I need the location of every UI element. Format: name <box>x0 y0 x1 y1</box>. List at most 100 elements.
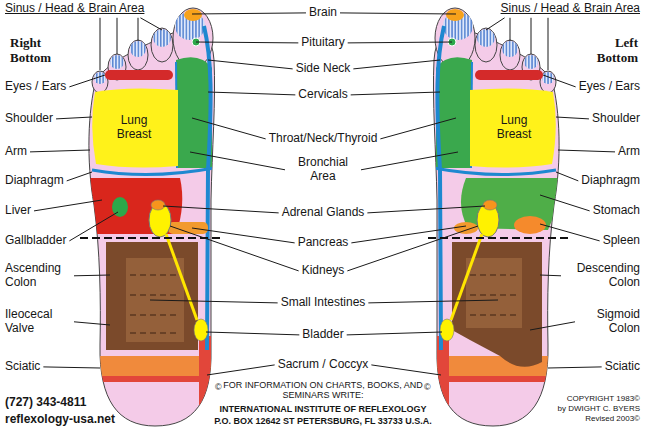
organ-label: Brain <box>309 6 337 20</box>
leader-line <box>192 228 295 243</box>
left-foot-front <box>426 9 568 341</box>
right-foot-front <box>80 9 222 341</box>
organ-label: Sciatic <box>5 360 40 374</box>
organ-label: Arm <box>5 145 27 159</box>
leader-line <box>67 172 92 181</box>
publisher-address: P.O. BOX 12642 ST PETERSBURG, FL 33733 U… <box>214 416 432 426</box>
leader-line <box>140 18 162 30</box>
leader-line <box>190 152 285 170</box>
organ-label: Arm <box>618 145 640 159</box>
publisher-note: FOR INFORMATION ON CHARTS, BOOKS, AND SE… <box>220 380 426 401</box>
lung-fill <box>470 88 556 167</box>
copyright-note: Revised 2003© <box>585 414 640 423</box>
leader-line <box>540 195 590 211</box>
organ-label: Bladder <box>302 328 343 342</box>
right-foot-organs <box>90 178 208 350</box>
leader-line <box>340 13 456 14</box>
publisher-name: INTERNATIONAL INSTITUTE OF REFLEXOLOGY <box>219 404 426 414</box>
leader-line <box>192 118 266 139</box>
illustration-part <box>514 216 546 234</box>
leader-line <box>206 332 299 335</box>
leader-line <box>138 18 139 41</box>
organ-label: Sinus / Head & Brain Area <box>501 2 640 16</box>
leader-line <box>150 300 278 303</box>
leader-line <box>74 275 110 277</box>
illustration-part <box>470 275 518 276</box>
organ-label: Kidneys <box>302 264 345 278</box>
leader-line <box>192 13 306 14</box>
organ-label: Sinus / Head & Brain Area <box>5 2 144 16</box>
illustration-part <box>470 315 518 316</box>
organ-label: Eyes / Ears <box>579 80 640 94</box>
leader-line <box>69 212 118 241</box>
organ-label: Diaphragm <box>581 174 640 188</box>
leader-line <box>558 150 615 152</box>
organ-label: Bronchial Area <box>288 156 358 184</box>
leader-line <box>530 322 575 330</box>
leader-line <box>556 172 578 181</box>
lung-fill <box>92 88 178 167</box>
leader-line <box>351 226 466 243</box>
organ-label: Pituitary <box>301 36 344 50</box>
illustration-part <box>130 315 180 316</box>
leader-line <box>208 60 293 69</box>
leader-line <box>368 300 498 303</box>
copyright-mark: © <box>215 382 222 392</box>
leader-line <box>556 117 589 119</box>
leader-line <box>100 18 101 70</box>
organ-label: Side Neck <box>296 62 351 76</box>
leader-line <box>548 18 549 70</box>
leader-line <box>540 275 561 277</box>
organ-label: Adrenal Glands <box>282 206 365 220</box>
organ-label: Cervicals <box>298 88 347 102</box>
organ-label: Descending Colon <box>564 262 640 290</box>
illustration-part <box>470 295 518 296</box>
leader-line <box>56 117 92 119</box>
copyright-note: by DWIGHT C. BYERS <box>557 404 640 413</box>
organ-label: Shoulder <box>592 112 640 126</box>
organ-label: Stomach <box>593 204 640 218</box>
leader-line <box>380 118 456 139</box>
leader-line <box>43 367 100 368</box>
leader-line <box>117 18 118 54</box>
illustration-part <box>452 242 542 367</box>
organ-label: Liver <box>5 204 31 218</box>
leader-line <box>69 75 105 87</box>
leader-line <box>361 152 458 170</box>
lung-region: Lung Breast <box>468 86 560 170</box>
leader-line <box>367 206 485 213</box>
foot-title: Left Bottom <box>582 36 638 66</box>
organ-label: Diaphragm <box>5 174 64 188</box>
leader-line <box>486 18 505 30</box>
leader-line <box>347 226 478 271</box>
leader-line <box>543 75 576 87</box>
organ-label: Eyes / Ears <box>5 80 66 94</box>
copyright-note: COPYRIGHT 1983© <box>567 394 640 403</box>
leader-line <box>208 92 295 95</box>
leader-line <box>163 206 279 213</box>
region-label: Lung Breast <box>488 114 540 142</box>
leader-line <box>348 42 452 44</box>
illustration-part <box>130 333 180 334</box>
leader-line <box>510 18 511 41</box>
illustration-part <box>130 295 180 296</box>
organ-label: Throat/Neck/Thyroid <box>269 132 378 146</box>
illustration-part <box>130 275 180 276</box>
illustration-part <box>106 242 198 350</box>
leader-line <box>196 42 298 44</box>
organ-label: Ileocecal Valve <box>5 308 71 336</box>
copyright-mark: © <box>424 382 431 392</box>
organ-label: Small Intestines <box>281 296 366 310</box>
phone-number: (727) 343-4811 <box>5 396 86 410</box>
organ-label: Spleen <box>603 234 640 248</box>
leader-line <box>540 224 600 241</box>
organ-label: Sciatic <box>605 360 640 374</box>
organ-label: Sigmoid Colon <box>578 308 640 336</box>
leader-line <box>74 322 110 325</box>
leader-line <box>207 365 275 375</box>
leader-line <box>548 367 602 368</box>
leader-line <box>30 150 90 152</box>
leader-line <box>351 92 440 95</box>
organ-label: Sacrum / Coccyx <box>278 358 369 372</box>
